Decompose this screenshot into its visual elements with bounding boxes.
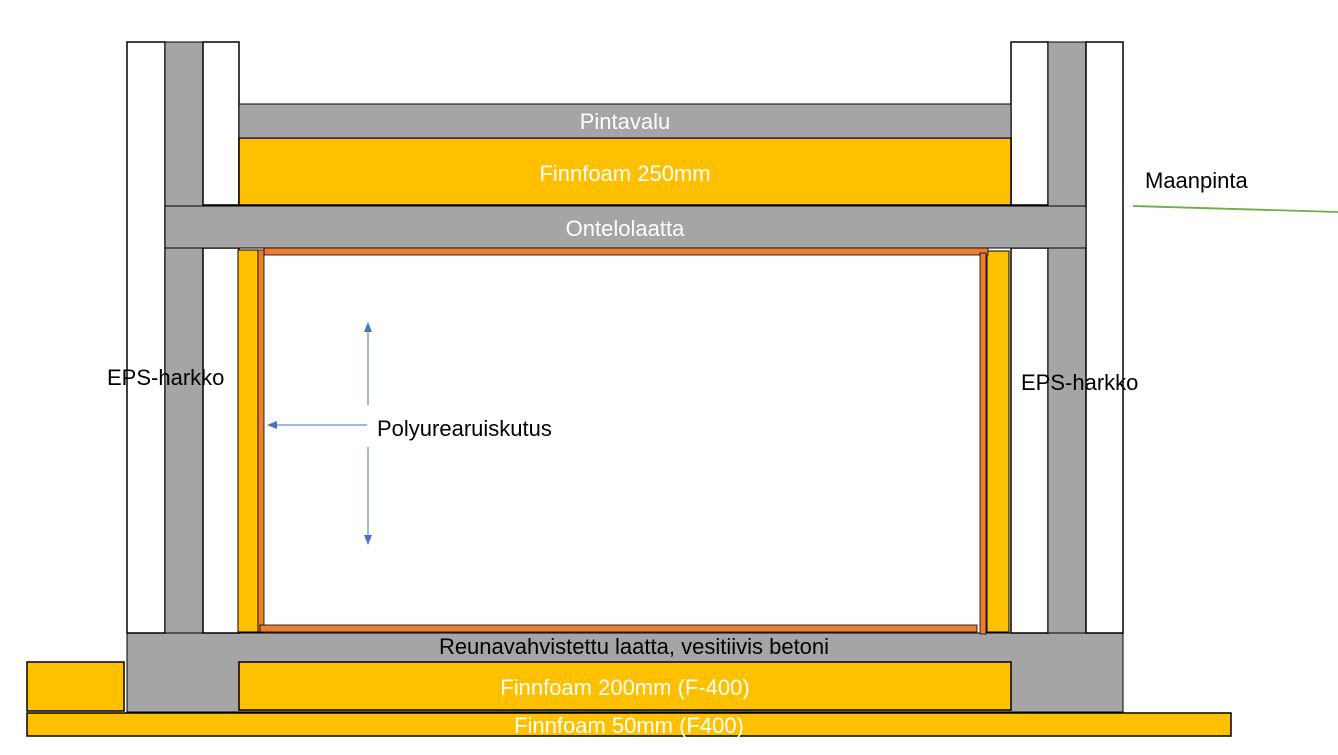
label-polyurea: Polyurearuiskutus xyxy=(377,416,552,441)
eps-block-left-outer xyxy=(126,41,166,634)
label-pintavalu: Pintavalu xyxy=(580,109,671,134)
finnfoam-50-layer xyxy=(26,712,1232,737)
label-ontelolaatta: Ontelolaatta xyxy=(566,216,685,241)
inner-insulation-right xyxy=(986,250,1010,633)
label-eps-right: EPS-harkko xyxy=(1021,370,1138,395)
inner-insulation-left xyxy=(237,249,259,633)
eps-block-left-core xyxy=(164,41,204,634)
polyurea-bottom xyxy=(259,624,978,633)
surface-cast-layer xyxy=(238,103,1012,139)
finnfoam-250-layer xyxy=(238,137,1012,206)
eps-block-left-inner-bottom xyxy=(202,247,240,634)
eps-block-right-inner-bottom xyxy=(1010,247,1049,634)
outer-insulation-block xyxy=(26,661,125,712)
label-finnfoam-250: Finnfoam 250mm xyxy=(539,161,710,186)
polyurea-left xyxy=(257,249,265,633)
eps-block-right-inner-top xyxy=(1010,41,1049,206)
label-finnfoam-50: Finnfoam 50mm (F400) xyxy=(514,713,744,738)
label-eps-left: EPS-harkko xyxy=(107,365,224,390)
eps-block-right-core xyxy=(1047,41,1087,634)
eps-block-left-inner-top xyxy=(202,41,240,206)
polyurea-right xyxy=(979,252,987,635)
label-finnfoam-200: Finnfoam 200mm (F-400) xyxy=(500,675,749,700)
hollow-core-slab xyxy=(164,205,1087,249)
polyurea-top xyxy=(263,247,989,256)
finnfoam-200-layer xyxy=(238,661,1012,711)
eps-block-right-outer xyxy=(1085,41,1124,634)
label-maanpinta: Maanpinta xyxy=(1145,168,1249,193)
label-reunavahvistettu: Reunavahvistettu laatta, vesitiivis beto… xyxy=(439,634,829,659)
ground-level-line xyxy=(1132,205,1338,213)
